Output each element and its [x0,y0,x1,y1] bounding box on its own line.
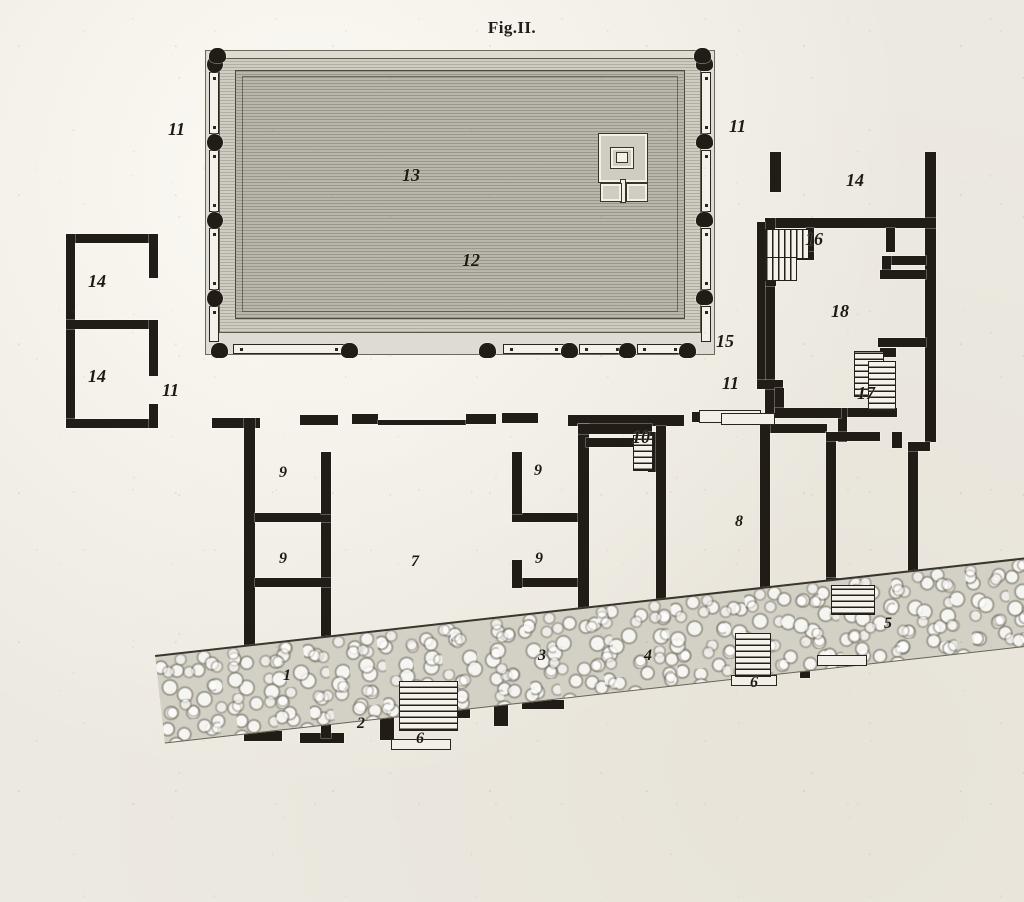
wall-segment [765,218,936,228]
room-label-14-right-block: 14 [846,171,864,189]
column-plinth [479,343,496,358]
altar-core [617,153,627,162]
column-plinth [209,48,226,63]
room-label-6-steps-left: 6 [416,731,424,747]
altar-foot-right [627,184,647,201]
altar-stem [621,180,625,202]
room-label-12-garden: 12 [462,251,480,269]
threshold-block [722,414,774,424]
wall-segment [66,320,158,329]
scale-mark:  [551,703,553,718]
column-plinth [696,212,713,227]
wall-segment [149,320,158,376]
room-label-11-left-peristyle: 11 [168,120,185,138]
entrance-steps-6-right [736,634,770,676]
colonnade-rail-right [701,150,711,212]
room-label-18-room: 18 [831,302,849,320]
room-label-3-room: 3 [538,648,546,664]
room-label-5-room: 5 [884,616,892,632]
colonnade-rail-south [233,344,345,354]
wall-interior [512,452,522,514]
room-label-15-colonnade: 15 [716,332,734,350]
colonnade-rail-right [701,306,711,342]
room-label-11-right-peristyle: 11 [729,117,746,135]
wall-interior [255,513,331,522]
column-plinth [619,343,636,358]
wall-interior [512,578,588,587]
room-label-2-doorway: 2 [357,716,365,732]
column-plinth [561,343,578,358]
wall-interior [512,513,588,522]
wall-segment [149,234,158,278]
wall-interior [512,560,522,588]
room-label-8-room: 8 [735,514,743,530]
wall-interior [255,578,331,587]
wall-north [300,415,338,425]
wall-stub [880,270,926,279]
room-label-6-steps-right: 6 [750,675,758,691]
column-plinth [696,290,713,305]
wall-pier [770,152,781,192]
altar-foot-left [601,184,621,201]
staircase-room5 [832,586,874,614]
colonnade-rail-left [209,150,219,212]
column-plinth [341,343,358,358]
wall-segment [66,234,75,428]
room-label-11-detached: 11 [162,381,179,399]
colonnade-rail-right [701,72,711,134]
wall-stub [908,442,930,451]
column-plinth [694,48,711,63]
wall-west-room5 [826,432,836,592]
room-label-10-stairs: 10 [632,428,650,446]
room-label-16-stairs: 16 [805,230,823,248]
room-label-1-room: 1 [283,668,291,684]
impluvium-altar-13 [595,134,651,206]
room-label-7-atrium: 7 [411,554,419,570]
wall-north [466,414,496,424]
room-label-17-stairs: 17 [857,384,875,402]
figure-title: Fig.II. [0,18,1024,38]
colonnade-rail-south [503,344,565,354]
column-plinth [679,343,696,358]
colonnade-rail-left [209,72,219,134]
wall-stub [892,432,902,448]
threshold-block [818,656,866,665]
wall-segment [149,404,158,428]
room-label-9-nw: 9 [279,465,287,481]
peristyle-block [205,50,715,355]
wall-segment [765,424,827,433]
wall-north [502,413,538,423]
wall-stub [886,228,895,252]
colonnade-rail-right [701,228,711,290]
wall-stub [886,256,926,265]
column-plinth [211,343,228,358]
wall-segment [66,234,158,243]
entrance-steps-6-left [400,682,457,730]
room-label-9-sw: 9 [279,551,287,567]
room-label-11-corridor: 11 [722,374,739,392]
wall-stub [878,338,926,347]
wall-stub [826,432,880,441]
wall-interior [321,452,331,514]
staircase-16 [766,230,808,258]
room-label-14-detached-lower: 14 [88,367,106,385]
colonnade-rail-left [209,228,219,290]
room-label-9-ne: 9 [534,463,542,479]
wall-segment-east-boundary [925,152,936,442]
threshold-north [378,420,466,425]
colonnade-rail-south [637,344,683,354]
column-plinth [696,134,713,149]
room-label-9-se: 9 [535,551,543,567]
staircase-16-lower [766,258,796,280]
wall-north [352,414,378,424]
wall-segment [757,222,765,388]
room-label-14-detached-upper: 14 [88,272,106,290]
wall-segment [775,408,841,418]
colonnade-rail-left [209,306,219,342]
room-label-13-impluvium: 13 [402,166,420,184]
wall-west-room8 [656,426,666,616]
wall-segment [66,419,158,428]
room-label-4-room: 4 [644,648,652,664]
